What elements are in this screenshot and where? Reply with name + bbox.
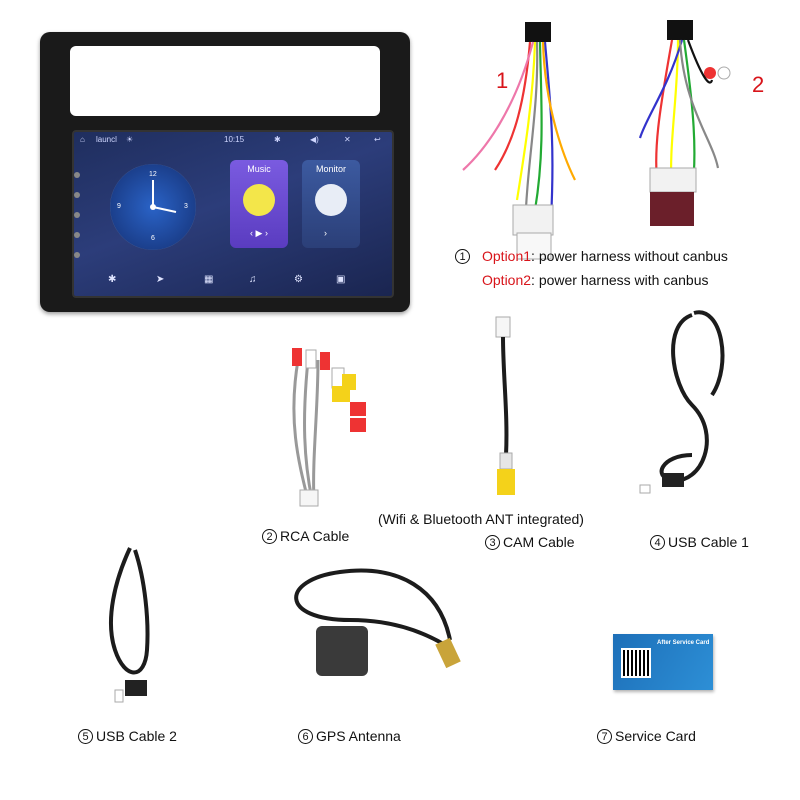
- service-caption: 7 Service Card: [597, 728, 696, 744]
- usb2-label: USB Cable 2: [96, 728, 177, 744]
- gps-number-badge: 6: [298, 728, 313, 744]
- usb2-number-badge: 5: [78, 728, 93, 744]
- rca-cable-caption: 2 RCA Cable: [262, 528, 349, 544]
- brightness-icon: ☀: [126, 135, 134, 144]
- option2-text: : power harness with canbus: [531, 272, 709, 288]
- gps-antenna-image: [294, 568, 461, 676]
- cam-cable-label: CAM Cable: [503, 534, 575, 550]
- bottom-dock: ✱ ➤ ▦ ♫ ⚙ ▣: [74, 268, 392, 294]
- rca-number-badge: 2: [262, 528, 277, 544]
- monitor-app-card[interactable]: Monitor ›: [302, 160, 360, 248]
- option2-caption: Option2 : power harness with canbus: [482, 272, 708, 288]
- rca-cable-label: RCA Cable: [280, 528, 350, 544]
- clock-number-12: 12: [149, 171, 157, 178]
- music-app-title: Music: [247, 164, 271, 174]
- music-controls-icon: ‹ ▶ ›: [250, 228, 268, 238]
- camera-icon: [315, 184, 347, 216]
- home-icon: ⌂: [80, 135, 85, 144]
- usb-cable-2-image: [108, 547, 150, 703]
- usb2-caption: 5 USB Cable 2: [78, 728, 177, 744]
- side-button-power: [74, 172, 80, 178]
- gps-caption: 6 GPS Antenna: [298, 728, 401, 744]
- status-time: 10:15: [224, 135, 245, 144]
- status-launcher-text: launcl: [96, 135, 117, 144]
- side-button-volup: [74, 232, 80, 238]
- option-number-badge: 1: [455, 248, 470, 264]
- power-harness-2-image: [638, 20, 731, 226]
- service-card-title: After Service Card: [657, 640, 710, 646]
- usb-cable-1-image: [639, 310, 725, 494]
- rca-cable-image: [292, 348, 366, 507]
- dock-apps-icon[interactable]: ▦: [204, 274, 214, 285]
- clock-hands-icon: [150, 180, 177, 213]
- clock-number-3: 3: [184, 203, 188, 210]
- dock-settings-icon[interactable]: ⚙: [294, 274, 303, 285]
- head-unit-screen: ⌂ launcl ☀ 10:15 ✱ ◀) ✕ ↩ 12 3 6 9 Music…: [72, 130, 394, 298]
- analog-clock-widget: 12 3 6 9: [110, 164, 196, 250]
- monitor-app-title: Monitor: [315, 164, 346, 174]
- usb1-number-badge: 4: [650, 534, 665, 550]
- clock-number-6: 6: [151, 235, 155, 242]
- bluetooth-status-icon: ✱: [274, 135, 281, 144]
- power-harness-1-image: [462, 22, 576, 260]
- harness-2-label: 2: [752, 72, 765, 97]
- close-icon: ✕: [344, 135, 351, 144]
- option1-text: : power harness without canbus: [531, 248, 728, 264]
- usb1-label: USB Cable 1: [668, 534, 749, 550]
- cam-cable-caption: 3 CAM Cable: [485, 534, 575, 550]
- usb1-caption: 4 USB Cable 1: [650, 534, 749, 550]
- head-unit-image: ⌂ launcl ☀ 10:15 ✱ ◀) ✕ ↩ 12 3 6 9 Music…: [40, 32, 410, 312]
- side-button-back: [74, 212, 80, 218]
- service-label: Service Card: [615, 728, 696, 744]
- back-icon: ↩: [374, 135, 381, 144]
- side-button-voldown: [74, 252, 80, 258]
- dock-navigation-icon[interactable]: ➤: [156, 274, 165, 285]
- option2-prefix: Option2: [482, 272, 532, 288]
- volume-icon: ◀): [310, 135, 319, 144]
- dock-bluetooth-icon[interactable]: ✱: [108, 274, 117, 285]
- dock-music-icon[interactable]: ♫: [249, 274, 257, 285]
- cam-note: (Wifi & Bluetooth ANT integrated): [378, 511, 584, 527]
- gps-label: GPS Antenna: [316, 728, 401, 744]
- option1-caption: 1 Option1 : power harness without canbus: [455, 248, 728, 264]
- service-number-badge: 7: [597, 728, 612, 744]
- dock-radio-icon[interactable]: ▣: [336, 274, 346, 285]
- qr-code-icon: [621, 648, 651, 678]
- cam-cable-image: [495, 316, 515, 495]
- cam-number-badge: 3: [485, 534, 500, 550]
- option1-prefix: Option1: [482, 248, 532, 264]
- clock-number-9: 9: [117, 203, 121, 210]
- bezel-cutout: [70, 46, 380, 116]
- music-disc-icon: [243, 184, 275, 216]
- status-bar: ⌂ launcl ☀ 10:15 ✱ ◀) ✕ ↩: [74, 132, 392, 148]
- side-button-home: [74, 192, 80, 198]
- service-card-image: After Service Card: [613, 634, 713, 690]
- monitor-next-icon: ›: [324, 228, 327, 238]
- music-app-card[interactable]: Music ‹ ▶ ›: [230, 160, 288, 248]
- harness-1-label: 1: [496, 68, 509, 93]
